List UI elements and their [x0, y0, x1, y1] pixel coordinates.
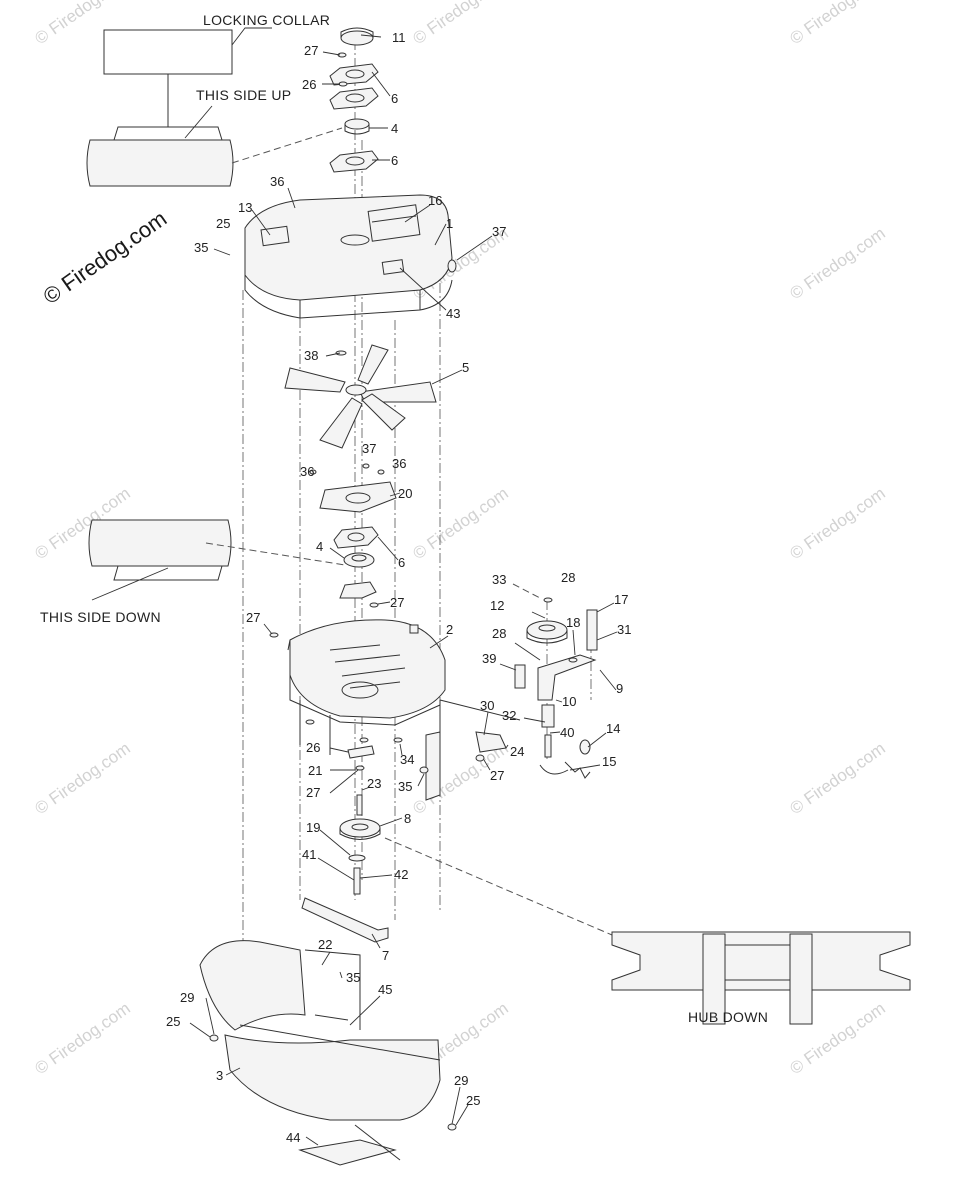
callout-label: 29	[180, 990, 194, 1005]
watermark-tile: © Firedog.com	[786, 224, 888, 304]
callout-label: 18	[566, 615, 580, 630]
callout-label: 21	[308, 763, 322, 778]
callout-label: 25	[216, 216, 230, 231]
callout-label: 39	[482, 651, 496, 666]
callout-label: 22	[318, 937, 332, 952]
caption-this-side-up: THIS SIDE UP	[196, 87, 291, 103]
watermark-main: © Firedog.com	[39, 206, 172, 309]
callout-label: 9	[616, 681, 623, 696]
callout-label: 1	[446, 216, 453, 231]
callout-label: 27	[490, 768, 504, 783]
callout-label: 31	[617, 622, 631, 637]
callout-label: 41	[302, 847, 316, 862]
callout-label: 23	[367, 776, 381, 791]
caption-locking-collar: LOCKING COLLAR	[203, 12, 330, 28]
callout-label: 33	[492, 572, 506, 587]
callout-label: 6	[398, 555, 405, 570]
this-side-down-detail	[88, 519, 346, 601]
callout-label: 19	[306, 820, 320, 835]
callout-label: 20	[398, 486, 412, 501]
top-housing	[244, 194, 457, 319]
callout-label: 28	[561, 570, 575, 585]
discharge-chute	[199, 940, 457, 1166]
watermark-tile: © Firedog.com	[31, 0, 133, 48]
callout-label: 29	[454, 1073, 468, 1088]
locking-collar-detail	[86, 27, 343, 187]
callout-label: 42	[394, 867, 408, 882]
watermark-tile: © Firedog.com	[31, 999, 133, 1079]
callout-label: 27	[304, 43, 318, 58]
callout-label: 43	[446, 306, 460, 321]
leader-lines	[189, 34, 618, 1146]
callout-label: 27	[246, 610, 260, 625]
callout-label: 36	[270, 174, 284, 189]
callout-label: 13	[238, 200, 252, 215]
callout-label: 7	[382, 948, 389, 963]
callout-label: 4	[391, 121, 398, 136]
callout-label: 26	[302, 77, 316, 92]
callout-label: 5	[462, 360, 469, 375]
callout-label: 45	[378, 982, 392, 997]
callout-label: 36	[300, 464, 314, 479]
callout-label: 37	[492, 224, 506, 239]
callout-label: 2	[446, 622, 453, 637]
callout-label: 35	[398, 779, 412, 794]
callout-label: 15	[602, 754, 616, 769]
callout-label: 30	[480, 698, 494, 713]
callout-label: 25	[466, 1093, 480, 1108]
middle-bearing-stack	[309, 463, 397, 608]
callout-label: 27	[306, 785, 320, 800]
callout-label: 8	[404, 811, 411, 826]
callout-label: 40	[560, 725, 574, 740]
callout-label: 32	[502, 708, 516, 723]
watermark-tile: © Firedog.com	[409, 0, 511, 48]
callout-label: 10	[562, 694, 576, 709]
callout-label: 6	[391, 91, 398, 106]
callout-label: 12	[490, 598, 504, 613]
callout-label: 4	[316, 539, 323, 554]
callout-labels: 11 27 26 6 4 6 36 16 25 13 1 37 35 43 38…	[166, 30, 631, 1145]
callout-label: 27	[390, 595, 404, 610]
callout-label: 11	[392, 30, 406, 45]
callout-label: 35	[346, 970, 360, 985]
callout-label: 3	[216, 1068, 223, 1083]
hub-down-detail	[384, 837, 911, 1025]
caption-this-side-down: THIS SIDE DOWN	[40, 609, 161, 625]
callout-label: 38	[304, 348, 318, 363]
watermark-tile: © Firedog.com	[786, 739, 888, 819]
callout-label: 36	[392, 456, 406, 471]
watermark-tile: © Firedog.com	[409, 484, 511, 564]
watermark-tile: © Firedog.com	[786, 484, 888, 564]
callout-label: 16	[428, 193, 442, 208]
callout-label: 35	[194, 240, 208, 255]
callout-label: 44	[286, 1130, 300, 1145]
callout-label: 28	[492, 626, 506, 641]
top-bearing-stack	[329, 27, 379, 173]
callout-label: 34	[400, 752, 414, 767]
callout-label: 26	[306, 740, 320, 755]
lower-housing	[269, 619, 446, 801]
lower-hardware	[301, 737, 429, 943]
watermark-tile: © Firedog.com	[786, 0, 888, 48]
callout-label: 37	[362, 441, 376, 456]
caption-hub-down: HUB DOWN	[688, 1009, 768, 1025]
fan-blade	[284, 344, 437, 449]
callout-label: 17	[614, 592, 628, 607]
callout-label: 24	[510, 744, 524, 759]
callout-label: 25	[166, 1014, 180, 1029]
watermark-tile: © Firedog.com	[31, 739, 133, 819]
callout-label: 14	[606, 721, 620, 736]
callout-label: 6	[391, 153, 398, 168]
